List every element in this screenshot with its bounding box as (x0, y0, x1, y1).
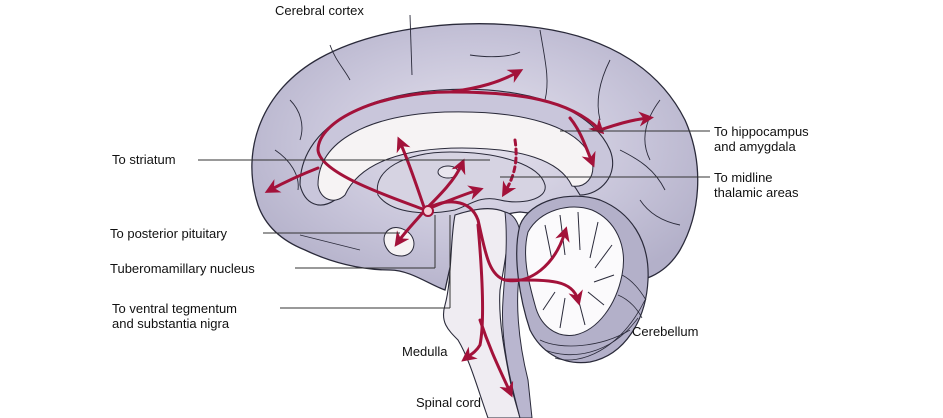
pathway-cortex-arc (316, 90, 605, 212)
tuberomamillary-nucleus-marker (422, 205, 434, 217)
label-to-striatum: To striatum (112, 152, 176, 167)
label-tuberomamillary-nucleus: Tuberomamillary nucleus (110, 261, 255, 276)
label-medulla: Medulla (402, 344, 448, 359)
pathway-spinal (478, 318, 514, 398)
label-to-midline-line2: thalamic areas (714, 185, 799, 200)
pathway-tegmentum (423, 200, 570, 283)
arbor-vitae (525, 206, 624, 336)
pathway-medulla (461, 223, 485, 362)
pathway-frontal (264, 166, 320, 193)
label-to-midline-line1: To midline (714, 170, 773, 185)
cerebellum-stripes (539, 274, 647, 361)
label-cerebellum: Cerebellum (632, 324, 699, 339)
leader-lines (198, 130, 710, 309)
pathway-cortex-up (448, 69, 524, 94)
cerebellar-folia (542, 211, 615, 329)
label-to-ventral-tegmentum: To ventral tegmentum and substantia nigr… (112, 301, 237, 331)
pathway-hippocampus-2 (598, 111, 654, 132)
pathway-striatum (396, 136, 427, 212)
histamine-pathways (264, 69, 654, 398)
label-to-midline: To midline thalamic areas (714, 170, 799, 200)
label-cerebral-cortex: Cerebral cortex (275, 3, 364, 18)
cortical-sulci (274, 14, 681, 251)
pathway-midline-dashed (501, 138, 518, 198)
pathway-hippocampus (568, 116, 596, 168)
label-to-hippocampus-line2: and amygdala (714, 139, 796, 154)
pathway-cerebellum (503, 278, 583, 306)
label-spinal-cord: Spinal cord (416, 395, 482, 410)
label-to-posterior-pituitary: To posterior pituitary (110, 226, 228, 241)
label-to-hippocampus-line1: To hippocampus (714, 124, 809, 139)
label-to-hippocampus: To hippocampus and amygdala (714, 124, 809, 154)
corpus-callosum (317, 111, 594, 201)
label-to-ventral-tegmentum-line2: and substantia nigra (112, 316, 230, 331)
label-to-ventral-tegmentum-line1: To ventral tegmentum (112, 301, 238, 316)
